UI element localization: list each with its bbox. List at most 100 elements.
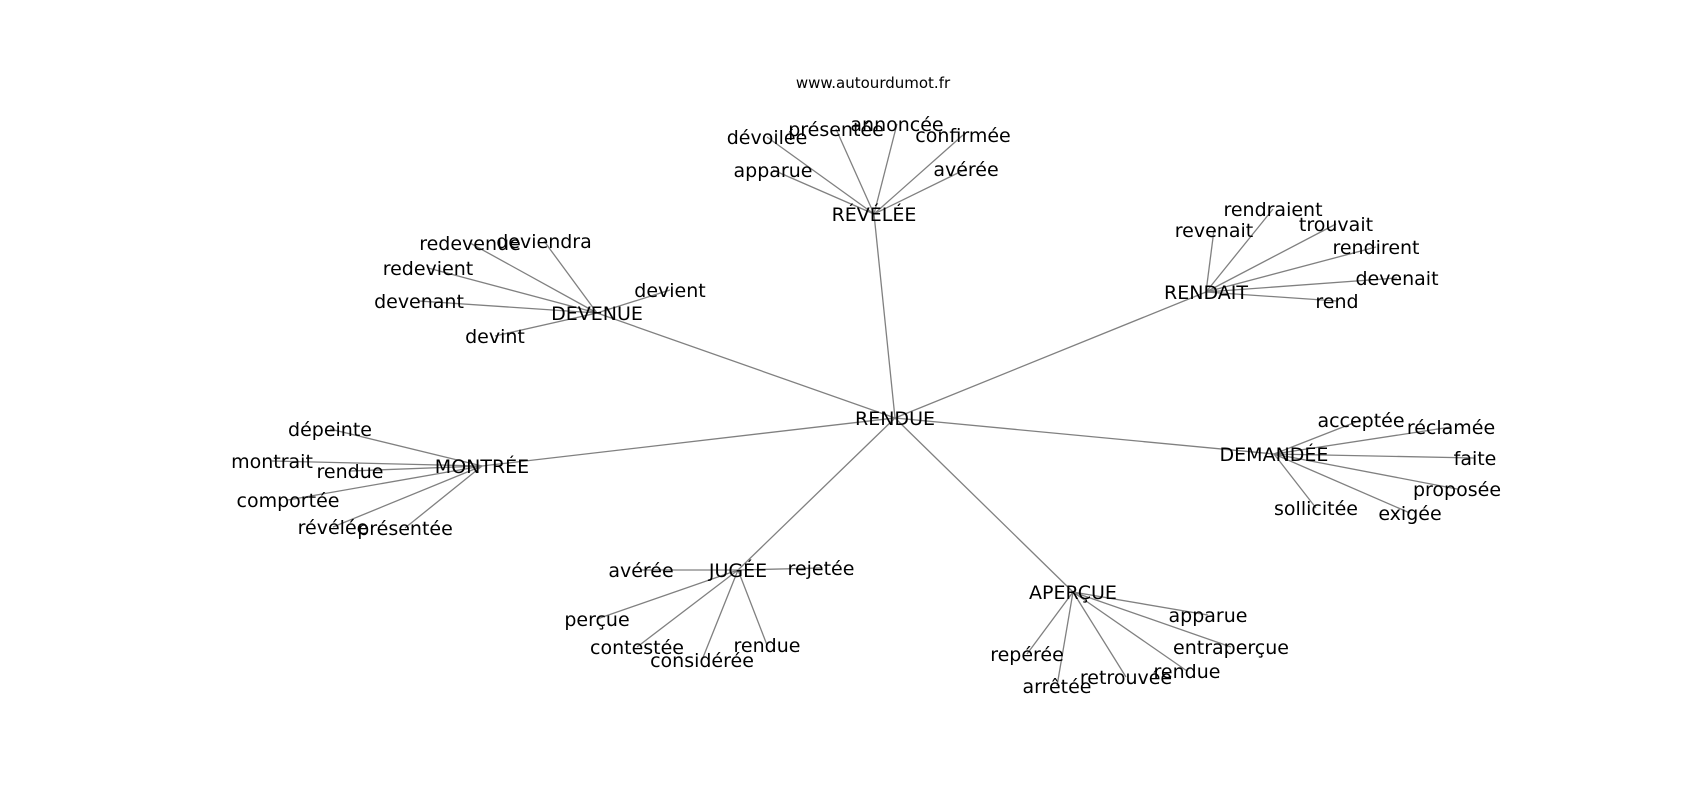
child-node-label[interactable]: apparue — [734, 160, 813, 182]
child-node-label[interactable]: considérée — [650, 650, 754, 672]
child-node-label[interactable]: devint — [465, 326, 525, 348]
child-node-label[interactable]: dépeinte — [288, 419, 372, 441]
edge-hub-child — [1072, 591, 1209, 616]
hub-node-label[interactable]: MONTRÉE — [435, 455, 529, 478]
child-node-label[interactable]: rejetée — [788, 558, 855, 580]
child-node-label[interactable]: arrêtée — [1022, 676, 1091, 698]
center-node-label[interactable]: RENDUE — [855, 408, 935, 430]
child-node-label[interactable]: revenait — [1175, 220, 1253, 242]
edge-hub-child — [772, 169, 875, 215]
child-node-label[interactable]: rendirent — [1332, 237, 1419, 259]
child-node-label[interactable]: devenait — [1355, 268, 1438, 290]
child-node-label[interactable]: avérée — [608, 560, 673, 582]
edge-hub-child — [1273, 453, 1411, 514]
edge-center-hub — [481, 417, 896, 467]
child-node-label[interactable]: révélée — [298, 517, 369, 539]
child-node-label[interactable]: redevenue — [419, 233, 521, 255]
child-node-label[interactable]: repérée — [990, 644, 1064, 666]
edge-hub-child — [1205, 229, 1215, 293]
edge-hub-child — [1072, 591, 1188, 672]
edge-hub-child — [1273, 453, 1476, 459]
edge-center-hub — [596, 312, 896, 419]
edge-hub-child — [596, 289, 671, 314]
edge-hub-child — [737, 569, 768, 646]
child-node-label[interactable]: devenant — [374, 291, 464, 313]
edge-hub-child — [873, 123, 898, 215]
edge-hub-child — [332, 465, 483, 528]
child-node-label[interactable]: comportée — [237, 490, 340, 512]
edge-hub-child — [543, 240, 598, 314]
child-node-label[interactable]: redevient — [383, 258, 474, 280]
edge-hub-child — [835, 128, 875, 215]
child-node-label[interactable]: perçue — [564, 609, 629, 631]
edge-center-hub — [873, 213, 896, 419]
child-node-label[interactable]: deviendra — [496, 231, 592, 253]
edges — [271, 123, 1476, 687]
child-node-label[interactable]: rendraient — [1223, 199, 1322, 221]
edge-hub-child — [1273, 419, 1362, 455]
edge-hub-child — [1072, 591, 1127, 678]
child-node-label[interactable]: rend — [1315, 291, 1358, 313]
child-node-label[interactable]: annoncée — [850, 114, 943, 136]
edge-hub-child — [596, 569, 739, 620]
child-node-label[interactable]: sollicitée — [1274, 498, 1358, 520]
edge-hub-child — [494, 312, 598, 337]
hub-node-label[interactable]: DEVENUE — [551, 303, 643, 325]
child-node-label[interactable]: trouvait — [1299, 214, 1373, 236]
child-node-label[interactable]: réclamée — [1407, 417, 1495, 439]
edge-center-hub — [737, 417, 896, 571]
edge-hub-child — [1205, 246, 1377, 293]
edge-hub-child — [1273, 453, 1317, 509]
edge-hub-child — [1205, 291, 1338, 302]
edge-hub-child — [766, 136, 875, 215]
hub-node-label[interactable]: RÉVÉLÉE — [832, 203, 917, 226]
child-node-label[interactable]: exigée — [1378, 503, 1441, 525]
edge-hub-child — [469, 242, 598, 314]
edge-hub-child — [329, 428, 483, 467]
edge-hub-child — [404, 465, 483, 529]
child-node-label[interactable]: rendue — [734, 635, 801, 657]
child-node-label[interactable]: montrait — [231, 451, 313, 473]
edge-hub-child — [418, 300, 598, 314]
edge-hub-child — [427, 267, 598, 314]
edge-hub-child — [1205, 208, 1274, 293]
child-node-label[interactable]: entraperçue — [1173, 637, 1289, 659]
nodes: RENDUERÉVÉLÉEdévoiléeprésentéeannoncéeco… — [231, 114, 1501, 698]
child-node-label[interactable]: contestée — [590, 637, 684, 659]
child-node-label[interactable]: avérée — [933, 159, 998, 181]
hub-node-label[interactable]: JUGÉE — [708, 559, 767, 582]
edge-hub-child — [287, 465, 483, 501]
edge-hub-child — [1205, 223, 1337, 293]
edge-hub-child — [349, 465, 483, 472]
hub-node-label[interactable]: RENDAIT — [1164, 282, 1248, 304]
edge-hub-child — [873, 134, 964, 215]
child-node-label[interactable]: rendue — [317, 461, 384, 483]
edge-hub-child — [1273, 426, 1452, 455]
hub-node-label[interactable]: DEMANDÉE — [1220, 443, 1329, 466]
edge-hub-child — [1056, 591, 1074, 687]
edge-hub-child — [1205, 277, 1398, 293]
edge-hub-child — [873, 168, 967, 215]
hub-node-label[interactable]: APERÇUE — [1029, 582, 1117, 604]
edge-hub-child — [1072, 591, 1232, 648]
edge-hub-child — [1273, 453, 1458, 490]
edge-hub-child — [1026, 591, 1074, 655]
child-node-label[interactable]: retrouvée — [1080, 667, 1172, 689]
child-node-label[interactable]: apparue — [1169, 605, 1248, 627]
source-label[interactable]: www.autourdumot.fr — [796, 74, 951, 92]
edge-hub-child — [271, 460, 483, 467]
child-node-label[interactable]: devient — [634, 280, 705, 302]
edge-center-hub — [894, 417, 1275, 455]
child-node-label[interactable]: confirmée — [915, 125, 1010, 147]
child-node-label[interactable]: rendue — [1154, 661, 1221, 683]
child-node-label[interactable]: proposée — [1413, 479, 1501, 501]
child-node-label[interactable]: acceptée — [1317, 410, 1404, 432]
child-node-label[interactable]: présentée — [788, 119, 884, 141]
child-node-label[interactable]: dévoilée — [727, 127, 808, 149]
edge-hub-child — [636, 569, 739, 648]
child-node-label[interactable]: faite — [1454, 448, 1497, 470]
edge-center-hub — [894, 291, 1207, 419]
child-node-label[interactable]: présentée — [357, 518, 453, 540]
edge-hub-child — [737, 567, 822, 571]
